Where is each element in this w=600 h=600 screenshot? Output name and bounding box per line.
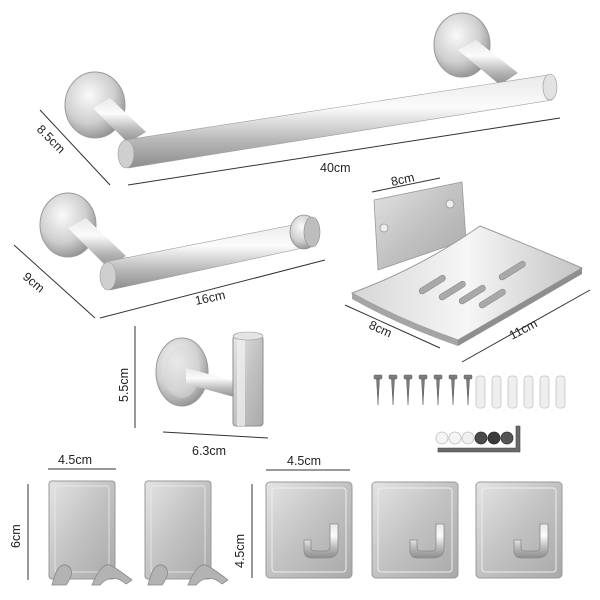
adhesive-hook-1 <box>48 480 133 586</box>
square-hook-1 <box>265 481 353 579</box>
square-hook-2 <box>371 481 459 579</box>
robe-hook-height-label: 5.5cm <box>117 368 131 402</box>
hex-key <box>437 425 521 453</box>
towel-bar-depth-line <box>39 109 111 186</box>
soap-dish-length-label: 11cm <box>507 316 540 342</box>
adhesive-hook-height-label: 6cm <box>9 524 23 548</box>
paper-holder-depth-line <box>13 244 96 319</box>
square-hook-height-label: 4.5cm <box>233 534 247 568</box>
robe-hook-width-line <box>162 431 269 439</box>
paper-holder <box>39 192 321 291</box>
square-hook-3 <box>475 481 563 579</box>
soap-dish <box>350 181 584 346</box>
towel-bar-length-line <box>127 117 561 186</box>
robe-hook-width-label: 6.3cm <box>192 444 226 458</box>
screws <box>373 374 473 406</box>
robe-hook <box>155 331 264 427</box>
towel-bar-length-label: 40cm <box>320 161 351 175</box>
paper-holder-depth-label: 9cm <box>20 270 47 296</box>
paper-holder-length-label: 16cm <box>194 288 227 308</box>
soap-dish-length-line <box>461 289 591 363</box>
caps-and-washers <box>435 431 514 445</box>
adhesive-hook-2 <box>144 480 229 586</box>
soap-dish-width-label: 8cm <box>390 170 416 189</box>
adhesive-hook-width-label: 4.5cm <box>58 453 92 467</box>
soap-dish-depth-line <box>344 304 441 349</box>
towel-bar <box>64 12 558 169</box>
towel-bar-depth-label: 8.5cm <box>34 122 68 156</box>
paper-holder-length-line <box>99 259 326 319</box>
square-hook-width-label: 4.5cm <box>287 454 321 468</box>
soap-dish-width-line <box>371 177 441 193</box>
soap-dish-depth-label: 8cm <box>367 318 394 340</box>
wall-anchors <box>475 375 566 409</box>
